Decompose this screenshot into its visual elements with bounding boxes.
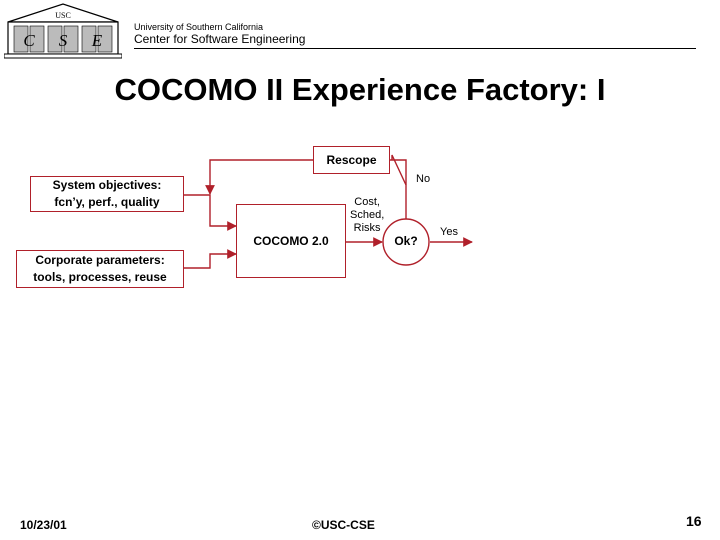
yes-label: Yes [440, 226, 458, 238]
corporate-parameters-line-1: Corporate parameters: [35, 253, 165, 267]
cocomo-label: COCOMO 2.0 [253, 233, 329, 248]
rescope-box: Rescope [313, 146, 390, 174]
cse-logo: USC C S E [4, 3, 122, 59]
system-objectives-line-2: fcn’y, perf., quality [54, 195, 160, 209]
center-name: Center for Software Engineering [134, 32, 306, 46]
no-feedback-line [391, 154, 407, 222]
footer-copyright: ©USC-CSE [312, 518, 375, 532]
rescope-label: Rescope [326, 152, 377, 167]
system-objectives-line-1: System objectives: [52, 178, 162, 192]
objectives-to-cocomo-line [184, 194, 237, 231]
cocomo-box: COCOMO 2.0 [236, 204, 346, 278]
output-sched: Sched, [350, 209, 385, 221]
ok-label: Ok? [394, 234, 418, 248]
corporate-parameters-box: Corporate parameters: tools, processes, … [16, 250, 184, 288]
logo-letter-c: C [23, 31, 35, 50]
logo-letter-e: E [91, 31, 103, 50]
university-name: University of Southern California [134, 22, 264, 32]
output-cost: Cost, [354, 196, 380, 208]
logo-letter-s: S [59, 31, 68, 50]
outputs-label: Cost, Sched, Risks [350, 196, 384, 235]
output-risks: Risks [353, 222, 381, 234]
parameters-to-cocomo-line [184, 249, 237, 269]
ok-decision-circle [382, 218, 430, 266]
footer-date: 10/23/01 [20, 518, 67, 532]
rescope-to-input-line [205, 159, 313, 195]
system-objectives-box: System objectives: fcn’y, perf., quality [30, 176, 184, 212]
slide-title: COCOMO II Experience Factory: I [114, 72, 606, 107]
no-label: No [416, 173, 431, 185]
header-divider [134, 48, 696, 49]
no-to-rescope-line [390, 159, 407, 185]
corporate-parameters-line-2: tools, processes, reuse [33, 270, 167, 284]
logo-usc-text: USC [55, 11, 71, 20]
page-number: 16 [686, 513, 702, 529]
